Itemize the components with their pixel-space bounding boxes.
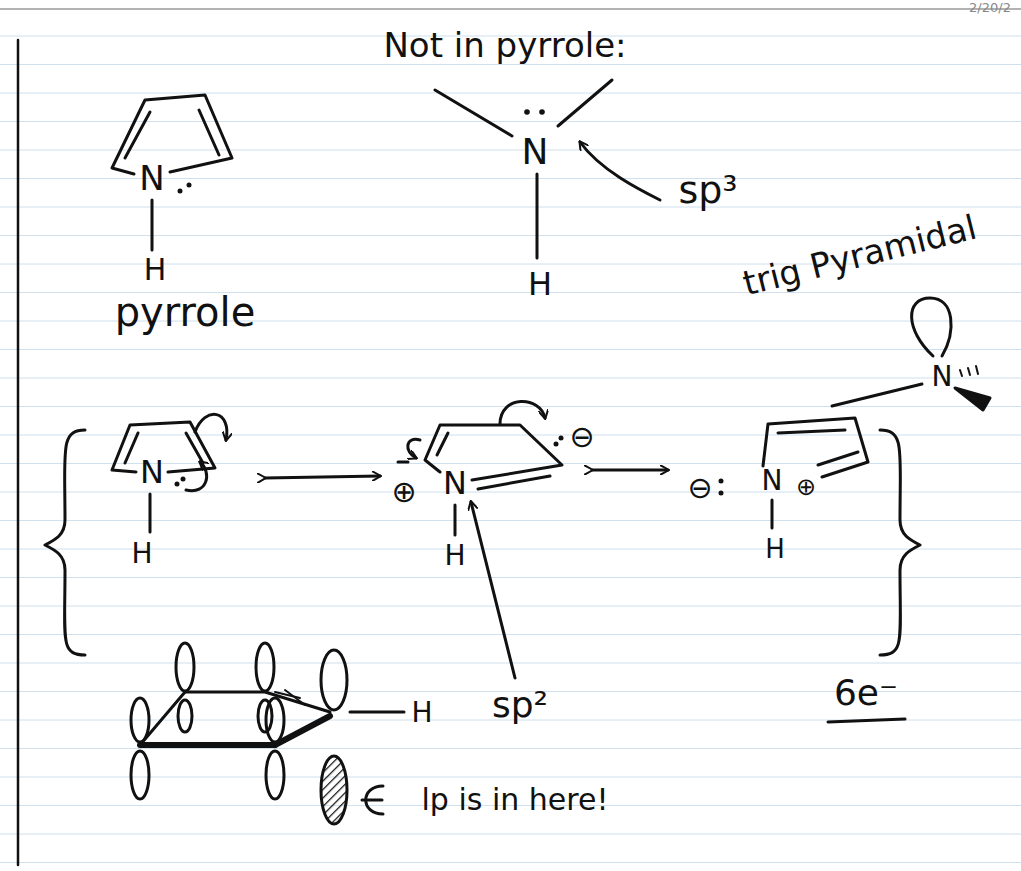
atom-label: N xyxy=(932,363,953,391)
geometry-label: trig Pyramidal xyxy=(740,210,980,301)
ruled-line xyxy=(0,862,1021,863)
charge-sign: ⊖ xyxy=(569,422,594,452)
ruled-line xyxy=(0,492,1021,493)
ruled-line xyxy=(0,577,1021,578)
electron-count: 6e⁻ xyxy=(834,675,898,711)
ruled-line xyxy=(0,606,1021,607)
molecule-name: pyrrole xyxy=(115,292,256,332)
ruled-line xyxy=(0,520,1021,521)
atom-label: N xyxy=(140,456,164,488)
atom-label: H xyxy=(528,268,552,300)
ruled-line xyxy=(0,834,1021,835)
atom-label: H xyxy=(144,255,167,285)
ruled-line xyxy=(0,748,1021,749)
ruled-line xyxy=(0,634,1021,635)
atom-label: H xyxy=(444,542,465,570)
atom-label: N xyxy=(762,467,783,495)
hybridization-label: sp³ xyxy=(678,171,737,209)
atom-label: H xyxy=(411,699,432,727)
hybridization-label: sp² xyxy=(492,687,548,723)
atom-label: N xyxy=(443,467,467,499)
atom-label: N xyxy=(139,161,164,195)
ruled-line xyxy=(0,121,1021,122)
atom-label: H xyxy=(131,540,152,568)
ruled-line xyxy=(0,349,1021,350)
charge-sign: ⊖ xyxy=(687,473,712,503)
ruled-line xyxy=(0,777,1021,778)
header-rule xyxy=(0,8,1021,10)
atom-label: N xyxy=(522,134,549,170)
ruled-line xyxy=(0,549,1021,550)
atom-label: H xyxy=(765,536,785,562)
charge-sign: ⊕ xyxy=(391,477,416,507)
ruled-line xyxy=(0,64,1021,65)
ruled-line xyxy=(0,150,1021,151)
ruled-line xyxy=(0,435,1021,436)
orbital-note: lp is in here! xyxy=(422,785,609,815)
charge-sign: ⊕ xyxy=(796,475,816,499)
heading-note: Not in pyrrole: xyxy=(383,28,626,62)
page-date: 2/20/2 xyxy=(969,1,1011,14)
ruled-line xyxy=(0,93,1021,94)
ruled-line xyxy=(0,378,1021,379)
